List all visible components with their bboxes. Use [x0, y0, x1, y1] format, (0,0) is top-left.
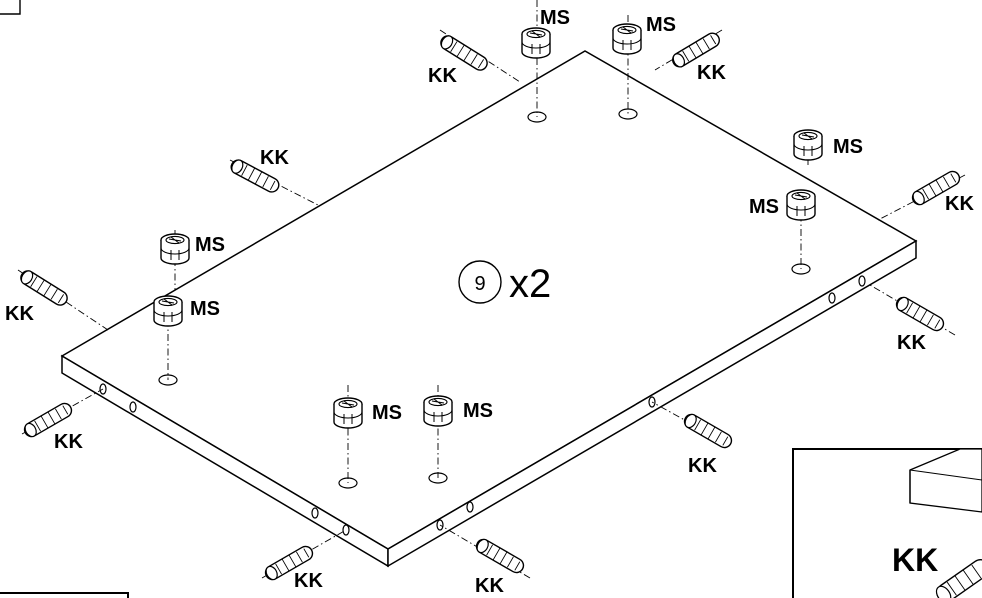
part-labels: MS MS MS MS MS MS MS MS KK KK KK KK KK K…: [5, 7, 974, 597]
cam-lock-ms-2: [612, 23, 642, 55]
cam-lock-ms-3: [793, 129, 823, 161]
label-kk-2: KK: [697, 62, 726, 84]
part-quantity: x2: [509, 262, 551, 306]
dowel-kk-8: [681, 411, 735, 451]
corner-bracket: [0, 0, 21, 15]
label-kk-1: KK: [428, 65, 457, 87]
label-kk-5: KK: [5, 303, 34, 325]
legend-box-fragment: [0, 592, 129, 598]
panel-edge-holes: [99, 275, 866, 536]
label-ms-3: MS: [833, 136, 863, 158]
label-kk-4: KK: [945, 193, 974, 215]
label-ms-2: MS: [646, 14, 676, 36]
cam-lock-ms-7: [333, 397, 363, 429]
label-kk-10: KK: [475, 575, 504, 597]
label-ms-6: MS: [190, 298, 220, 320]
detail-box: KK: [792, 448, 982, 598]
label-ms-7: MS: [372, 402, 402, 424]
detail-label: KK: [892, 542, 938, 578]
dowel-kk-6: [893, 294, 947, 334]
label-kk-6: KK: [897, 332, 926, 354]
cam-lock-ms-1: [521, 27, 551, 59]
dowel-kk-10: [473, 536, 527, 576]
label-ms-4: MS: [749, 196, 779, 218]
label-ms-8: MS: [463, 400, 493, 422]
part-number: 9: [474, 273, 485, 295]
cam-lock-ms-6: [153, 295, 183, 327]
label-kk-9: KK: [294, 570, 323, 592]
part-number-badge: 9 x2: [458, 260, 551, 306]
panel-top-holes: [158, 108, 811, 489]
label-ms-5: MS: [195, 234, 225, 256]
label-kk-8: KK: [688, 455, 717, 477]
label-kk-3: KK: [260, 147, 289, 169]
label-ms-1: MS: [540, 7, 570, 29]
cam-lock-ms-8: [423, 395, 453, 427]
dowel-kk-5: [17, 267, 71, 309]
cam-lock-ms-4: [786, 189, 816, 221]
label-kk-7: KK: [54, 431, 83, 453]
cam-lock-ms-5: [160, 233, 190, 265]
